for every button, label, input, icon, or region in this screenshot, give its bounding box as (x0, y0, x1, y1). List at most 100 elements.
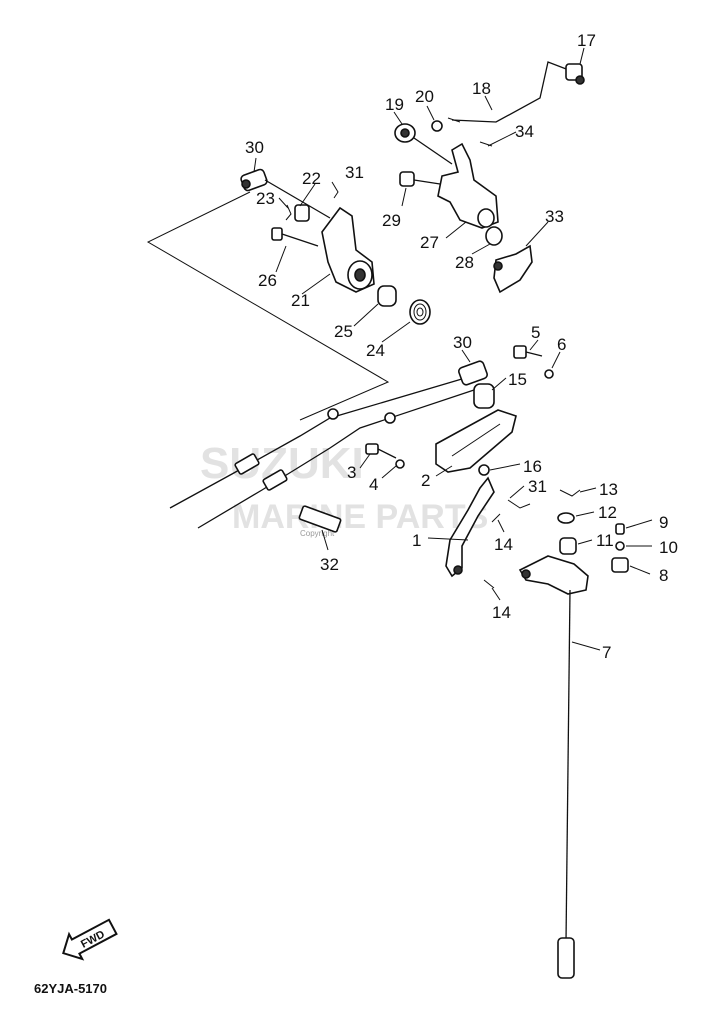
callout-2: 2 (421, 471, 430, 490)
callout-29: 29 (382, 211, 401, 230)
cable-lower (197, 387, 481, 529)
callout-14-upper: 14 (494, 535, 513, 554)
ball-joint-19 (394, 123, 416, 143)
reference-line-left (146, 191, 390, 421)
ring-10 (615, 541, 625, 551)
cable-upper (169, 375, 473, 509)
link-rod-18 (451, 61, 575, 123)
callout-33: 33 (545, 207, 564, 226)
cotter-13 (559, 489, 581, 497)
shift-rod-7 (565, 589, 571, 943)
callout-16: 16 (523, 457, 542, 476)
pin-31-upper (331, 181, 339, 199)
bracket-33 (493, 244, 533, 294)
upper-right-lever-assembly (394, 61, 585, 294)
cable-nut-upper (327, 408, 339, 420)
callout-5: 5 (531, 323, 540, 342)
watermark: SUZUKI MARINE PARTS Copyright (200, 439, 488, 538)
clip-23 (285, 204, 292, 221)
ball-joint-17 (565, 63, 585, 85)
washer-6 (544, 369, 554, 379)
cable-end-lower (262, 469, 288, 491)
bolt-8 (611, 557, 629, 573)
bolt-3 (365, 443, 397, 459)
lever-27 (437, 142, 499, 229)
lever-boss (477, 208, 495, 228)
callout-10: 10 (659, 538, 678, 557)
callout-8: 8 (659, 566, 668, 585)
callout-23: 23 (256, 189, 275, 208)
callout-26: 26 (258, 271, 277, 290)
callout-17: 17 (577, 31, 596, 50)
bolt-29 (399, 171, 441, 187)
callout-3: 3 (347, 463, 356, 482)
washer-12 (557, 512, 575, 524)
bolt-26 (271, 227, 319, 247)
spring-9 (615, 523, 625, 535)
callout-24: 24 (366, 341, 385, 360)
diagram-code: 62YJA-5170 (34, 981, 107, 996)
link-slot (451, 423, 501, 457)
callout-20: 20 (415, 87, 434, 106)
washer-4 (395, 459, 405, 469)
fwd-arrow-icon (62, 918, 118, 961)
callout-25: 25 (334, 322, 353, 341)
washer-16 (478, 464, 490, 476)
leader-lines (253, 47, 653, 651)
collar-25 (377, 285, 397, 307)
callout-30-upper: 30 (245, 138, 264, 157)
callout-22: 22 (302, 169, 321, 188)
bushing-15 (473, 383, 495, 409)
pin-31-lower (507, 499, 531, 509)
callout-15: 15 (508, 370, 527, 389)
callout-31-lower: 31 (528, 477, 547, 496)
collar-28 (485, 226, 503, 246)
cable-end-upper (234, 453, 260, 475)
shift-rod-end (557, 937, 575, 979)
shift-cables (169, 375, 481, 529)
callout-21: 21 (291, 291, 310, 310)
spring-24 (409, 299, 431, 325)
callout-13: 13 (599, 480, 618, 499)
bolt-5 (513, 345, 543, 359)
callout-7: 7 (602, 643, 611, 662)
callout-9: 9 (659, 513, 668, 532)
callout-12: 12 (598, 503, 617, 522)
bracket-bore (354, 268, 366, 282)
watermark-small: Copyright (300, 529, 335, 538)
nut-20 (431, 120, 443, 132)
callout-28: 28 (455, 253, 474, 272)
callout-32: 32 (320, 555, 339, 574)
slotted-link-2 (435, 409, 517, 473)
callout-labels: 1 2 3 4 5 6 7 8 9 10 11 12 13 14 14 15 1… (245, 31, 678, 662)
fwd-arrow-badge: FWD (62, 918, 118, 961)
callout-4: 4 (369, 475, 378, 494)
callout-14-lower: 14 (492, 603, 511, 622)
lever-hole (453, 565, 463, 575)
callout-31-upper: 31 (345, 163, 364, 182)
connector-hole (241, 179, 251, 189)
bracket-hole (493, 261, 503, 271)
watermark-subtitle: MARINE PARTS (232, 498, 488, 536)
callout-19: 19 (385, 95, 404, 114)
crank-hole (521, 569, 531, 579)
callout-27: 27 (420, 233, 439, 252)
rod-thread (447, 117, 461, 123)
bell-crank (518, 555, 589, 595)
shift-link-assembly (298, 345, 629, 979)
callout-34: 34 (515, 122, 534, 141)
callout-11: 11 (596, 531, 614, 550)
cable-nut-lower (384, 412, 396, 424)
link-line (264, 179, 331, 219)
clip-14-upper (491, 513, 501, 523)
callout-30-lower: 30 (453, 333, 472, 352)
connector-30-lower (458, 360, 488, 386)
collar-22 (294, 204, 310, 222)
upper-left-lever-assembly (146, 168, 431, 421)
link-line-right (413, 137, 453, 165)
cable-clamp-32 (298, 505, 342, 533)
callout-1: 1 (412, 531, 421, 550)
collar-11 (559, 537, 577, 555)
callout-18: 18 (472, 79, 491, 98)
